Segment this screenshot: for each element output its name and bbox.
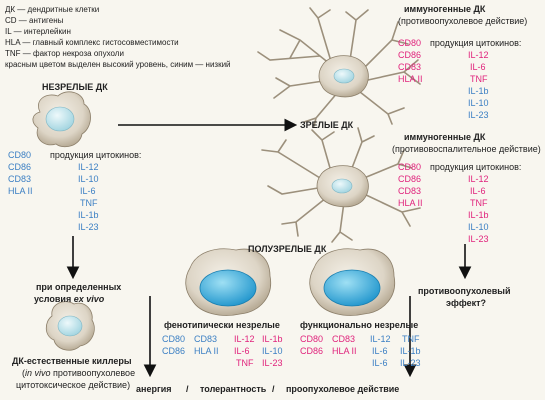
killers-line2: цитотоксическое действие) — [16, 380, 131, 390]
immature-dc-title: НЕЗРЕЛЫЕ ДК — [42, 82, 108, 92]
immature-marker: HLA II — [8, 186, 33, 196]
phenotypic-cytokine: IL-12 — [234, 334, 255, 344]
ex-vivo-line2: условия ex vivo — [34, 294, 105, 304]
functional-marker: CD83 — [332, 334, 356, 344]
antitumor-cytokine: IL-10 — [468, 98, 489, 108]
phenotypic-marker: CD83 — [194, 334, 218, 344]
killers-title: ДК-естественные киллеры — [12, 356, 132, 366]
functional-cytokine: IL-6 — [372, 358, 388, 368]
immature-cytokine: IL-10 — [78, 174, 99, 184]
antitumor-marker: CD86 — [398, 50, 422, 60]
functional-marker: CD80 — [300, 334, 324, 344]
mature-dc-antitumor-cell-icon — [257, 7, 421, 127]
antitumor-marker: CD83 — [398, 62, 422, 72]
phenotypic-cytokine: IL-10 — [262, 346, 283, 356]
antitumor-cytokine: IL-12 — [468, 50, 489, 60]
semimature-functional-cell-icon — [309, 248, 396, 316]
phenotypic-title: фенотипически незрелые — [164, 320, 280, 330]
inflammatory-cytokines-label: продукция цитокинов: — [430, 162, 522, 172]
mature-dc-title: ЗРЕЛЫЕ ДК — [300, 120, 354, 130]
antitumor-effect-line1: противоопухолевый — [418, 286, 511, 296]
phenotypic-marker: HLA II — [194, 346, 219, 356]
immature-marker: CD80 — [8, 150, 32, 160]
legend-item: HLA — главный комплекс гистосовместимост… — [5, 38, 179, 47]
legend-item: CD — антигены — [5, 16, 64, 25]
phenotypic-cytokine: IL-1b — [262, 334, 283, 344]
immature-marker: CD83 — [8, 174, 32, 184]
immature-cytokine: IL-1b — [78, 210, 99, 220]
immature-dc-cell-icon — [32, 91, 91, 148]
mature-dc-inflammatory-cell-icon — [261, 127, 421, 243]
legend-item: TNF — фактор некроза опухоли — [5, 49, 124, 58]
functional-cytokine: IL-23 — [400, 358, 421, 368]
outcome-anergy: анергия — [136, 384, 172, 394]
legend-item: IL — интерлейкин — [5, 27, 71, 36]
antitumor-cytokines-label: продукция цитокинов: — [430, 38, 522, 48]
immature-cytokines-label: продукция цитокинов: — [50, 150, 142, 160]
immature-cytokine: IL-12 — [78, 162, 99, 172]
outcome-tolerance: толерантность — [200, 384, 267, 394]
immature-cytokine: TNF — [80, 198, 98, 208]
immunogenic-antitumor-subtitle: (противоопухолевое действие) — [398, 16, 528, 26]
killers-line1: (in vivo противоопухолевое — [22, 368, 136, 378]
inflammatory-cytokine: IL-6 — [470, 186, 486, 196]
phenotypic-marker: CD80 — [162, 334, 186, 344]
antitumor-cytokine: IL-6 — [470, 62, 486, 72]
killer-dc-cell-icon — [45, 301, 95, 351]
outcome-separator: / — [272, 384, 275, 394]
legend-item: ДК — дендритные клетки — [5, 5, 100, 14]
immature-marker: CD86 — [8, 162, 32, 172]
antitumor-effect-line2: эффект? — [446, 298, 487, 308]
outcome-separator: / — [186, 384, 189, 394]
functional-cytokine: IL-1b — [400, 346, 421, 356]
inflammatory-cytokine: IL-1b — [468, 210, 489, 220]
inflammatory-cytokine: IL-10 — [468, 222, 489, 232]
functional-marker: CD86 — [300, 346, 324, 356]
inflammatory-marker: CD80 — [398, 162, 422, 172]
immature-cytokine: IL-23 — [78, 222, 99, 232]
antitumor-marker: CD80 — [398, 38, 422, 48]
legend-item: красным цветом выделен высокий уровень, … — [5, 60, 231, 69]
phenotypic-cytokine: TNF — [236, 358, 254, 368]
functional-marker: HLA II — [332, 346, 357, 356]
functional-title: функционально незрелые — [300, 320, 419, 330]
inflammatory-cytokine: IL-23 — [468, 234, 489, 244]
phenotypic-cytokine: IL-23 — [262, 358, 283, 368]
phenotypic-marker: CD86 — [162, 346, 186, 356]
immunogenic-inflammatory-subtitle: (противовоспалительное действие) — [392, 144, 541, 154]
antitumor-cytokine: TNF — [470, 74, 488, 84]
inflammatory-cytokine: IL-12 — [468, 174, 489, 184]
semimature-title: ПОЛУЗРЕЛЫЕ ДК — [248, 244, 327, 254]
functional-cytokine: IL-6 — [372, 346, 388, 356]
antitumor-marker: HLA II — [398, 74, 423, 84]
inflammatory-marker: HLA II — [398, 198, 423, 208]
ex-vivo-line1: при определенных — [36, 282, 122, 292]
ex-vivo-italic: ex vivo — [73, 294, 105, 304]
immunogenic-inflammatory-title: иммуногенные ДК — [404, 132, 486, 142]
functional-cytokine: TNF — [402, 334, 420, 344]
antitumor-cytokine: IL-1b — [468, 86, 489, 96]
immature-cytokine: IL-6 — [80, 186, 96, 196]
inflammatory-marker: CD86 — [398, 174, 422, 184]
inflammatory-cytokine: TNF — [470, 198, 488, 208]
phenotypic-cytokine: IL-6 — [234, 346, 250, 356]
antitumor-cytokine: IL-23 — [468, 110, 489, 120]
inflammatory-marker: CD83 — [398, 186, 422, 196]
semimature-phenotypic-cell-icon — [185, 248, 272, 316]
outcome-protumor: проопухолевое действие — [286, 384, 400, 394]
functional-cytokine: IL-12 — [370, 334, 391, 344]
immunogenic-antitumor-title: иммуногенные ДК — [404, 4, 486, 14]
